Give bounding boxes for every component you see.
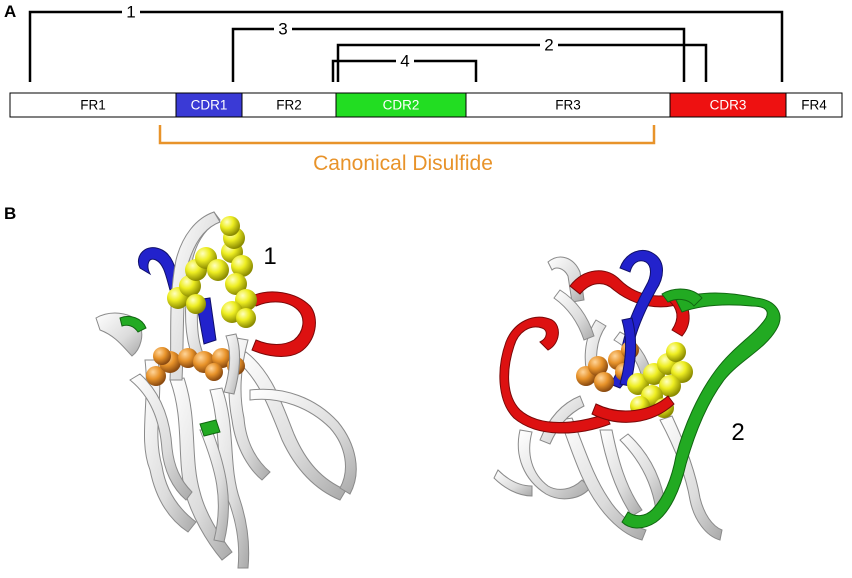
- structure-2: 2: [493, 250, 781, 541]
- disulfide-bracket-2: [336, 43, 708, 82]
- segment-fr2: [241, 92, 337, 118]
- segment-label-cdr3: CDR3: [710, 98, 747, 113]
- canonical-bracket: [158, 125, 656, 145]
- sequence-bar: FR1 CDR1 FR2 CDR2 FR3 CDR3 FR4: [9, 92, 843, 118]
- segment-cdr3: [669, 92, 787, 118]
- framework-ribbons-2: [493, 256, 723, 541]
- canonical-atoms-1: [146, 347, 245, 386]
- cdr2-ribbon-2: [621, 292, 781, 529]
- disulfide-atoms-1: [167, 216, 257, 328]
- disulfide-label-2: 2: [544, 36, 553, 55]
- panel-b-letter: B: [4, 204, 16, 223]
- panel-a-letter: A: [4, 2, 16, 21]
- disulfide-label-3: 3: [278, 20, 287, 39]
- segment-fr4: [785, 92, 843, 118]
- segment-label-fr3: FR3: [555, 98, 581, 113]
- segment-fr1: [9, 92, 177, 118]
- segment-label-cdr2: CDR2: [383, 98, 420, 113]
- disulfide-bracket-1: [28, 10, 784, 82]
- segment-fr3: [465, 92, 671, 118]
- disulfide-label-4: 4: [400, 52, 409, 71]
- segment-label-fr2: FR2: [276, 98, 302, 113]
- segment-label-fr1: FR1: [80, 98, 106, 113]
- structure-1: 1: [95, 211, 357, 569]
- cdr3-ribbon-1: [251, 291, 316, 357]
- segment-label-fr4: FR4: [801, 98, 827, 113]
- structure-label-2: 2: [731, 419, 744, 446]
- segment-label-cdr1: CDR1: [191, 98, 228, 113]
- structure-label-1: 1: [263, 243, 276, 270]
- cdr1-ribbon-1: [138, 247, 181, 291]
- disulfide-bracket-3: [231, 27, 686, 82]
- disulfide-label-1: 1: [126, 3, 135, 22]
- cdr3-ribbon-2: [499, 316, 611, 434]
- canonical-label: Canonical Disulfide: [313, 152, 493, 175]
- segment-cdr1: [175, 92, 243, 118]
